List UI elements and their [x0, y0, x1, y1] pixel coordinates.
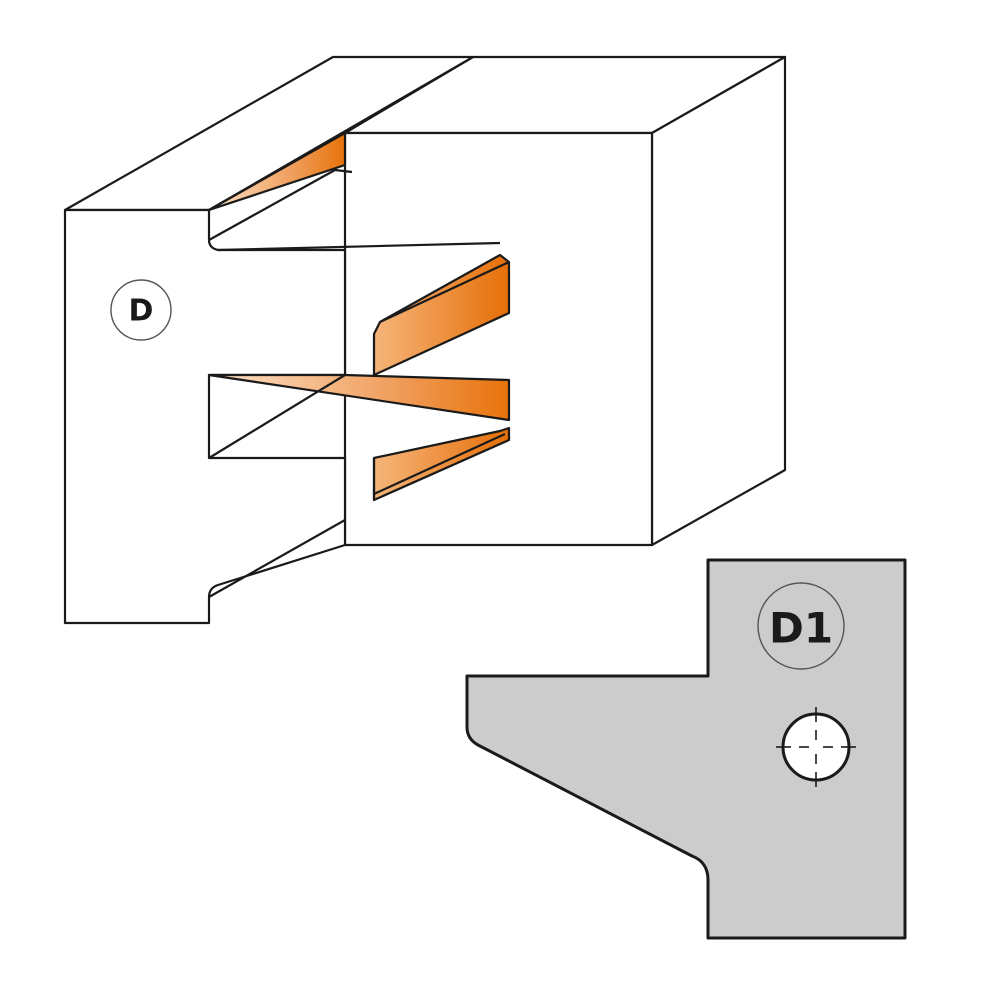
joint-label-text: D — [129, 294, 154, 329]
knife-profile-shape — [465, 558, 907, 940]
right-block-front-face — [343, 131, 654, 547]
upper-groove-top-surface — [207, 131, 347, 212]
upper-groove-ridge-line — [217, 241, 501, 252]
upper-groove-bottom-line — [379, 261, 510, 323]
joint-label-ring — [110, 279, 172, 341]
wood-block-3d — [63, 55, 787, 625]
knife-label-text: D1 — [769, 604, 833, 653]
tongue-bevel-line — [373, 432, 506, 496]
left-block-front-face — [63, 208, 347, 625]
tongue-diagonal-line — [208, 374, 346, 459]
knife-profile: D1 — [465, 558, 907, 940]
crosshair-hole-icon — [776, 707, 856, 787]
joint-label-badge: D — [110, 279, 172, 341]
tongue-top-surface — [207, 373, 511, 422]
knife-label-badge: D1 — [757, 582, 845, 670]
right-block-side-face — [650, 55, 787, 547]
lower-cut-edge-line — [208, 519, 346, 598]
knife-label-ring — [757, 582, 845, 670]
upper-groove-edge-line — [208, 168, 353, 241]
